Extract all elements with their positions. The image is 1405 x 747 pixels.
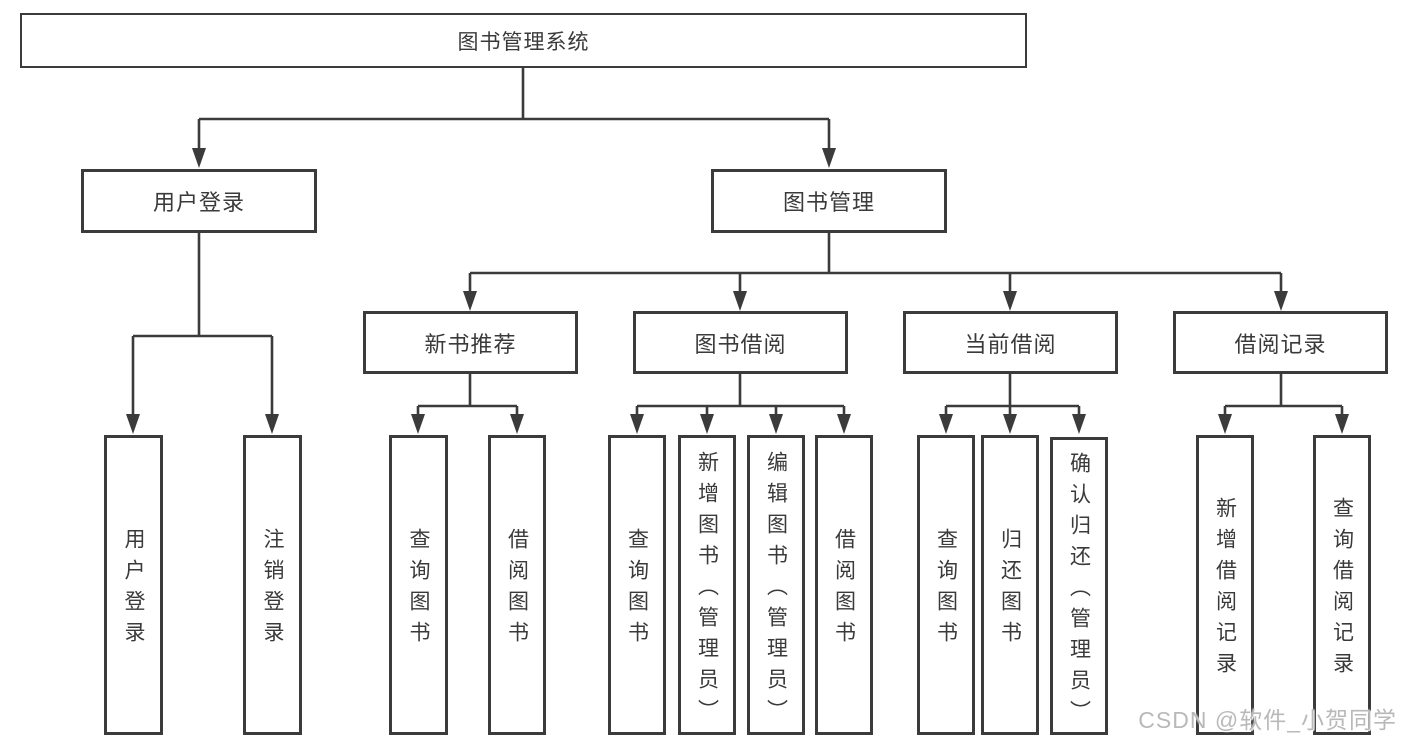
csdn-watermark: CSDN @软件_小贺同学 (1138, 707, 1397, 733)
node-system-root: 图书管理系统 (20, 13, 1027, 68)
leaf-confirm-return-admin: 确认归还（管理员） (1050, 437, 1108, 735)
edge-borrow-records-to-leaves (1218, 374, 1349, 434)
leaf-add-books-admin: 新增图书（管理员） (678, 435, 736, 735)
edge-user-login-to-leaves (126, 233, 279, 434)
edge-current-borrow-to-leaves (939, 374, 1086, 434)
edge-root-to-level1 (192, 68, 836, 168)
leaf-add-borrow-record: 新增借阅记录 (1196, 435, 1254, 735)
node-new-book-recommend: 新书推荐 (363, 311, 578, 374)
leaf-return-books: 归还图书 (981, 435, 1039, 735)
leaf-query-books-borrow: 查询图书 (608, 435, 666, 735)
edge-book-borrow-to-leaves (630, 374, 851, 434)
leaf-query-books-current: 查询图书 (917, 435, 975, 735)
edge-new-book-recommend-to-leaves (411, 374, 524, 434)
edge-book-management-to-level2 (463, 233, 1288, 311)
node-borrow-records: 借阅记录 (1173, 311, 1388, 374)
leaf-user-login: 用户登录 (104, 435, 163, 735)
leaf-edit-books-admin: 编辑图书（管理员） (747, 435, 805, 735)
leaf-logout: 注销登录 (243, 435, 302, 735)
leaf-query-borrow-record: 查询借阅记录 (1313, 435, 1371, 735)
leaf-borrow-books-recommend: 借阅图书 (488, 435, 546, 735)
node-book-borrow: 图书借阅 (633, 311, 848, 374)
node-current-borrow: 当前借阅 (903, 311, 1118, 374)
node-user-login: 用户登录 (81, 169, 317, 233)
leaf-borrow-books: 借阅图书 (815, 435, 873, 735)
leaf-query-books-recommend: 查询图书 (389, 435, 448, 735)
node-book-management: 图书管理 (711, 169, 947, 233)
